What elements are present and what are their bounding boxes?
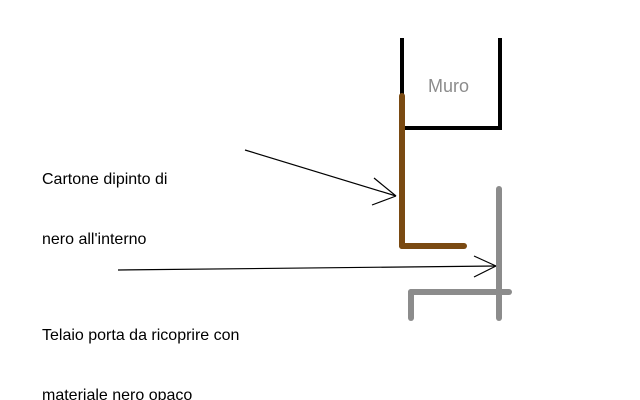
cardboard-annotation-line-1: Cartone dipinto di <box>42 171 168 188</box>
arrow-to-cardboard-shaft <box>244 149 397 197</box>
cardboard-annotation: Cartone dipinto di nero all'interno <box>42 130 167 290</box>
door-frame-shape <box>408 186 512 321</box>
wall-label: Muro <box>428 76 470 96</box>
arrow-to-door-frame-head-lower <box>473 265 497 278</box>
arrow-to-cardboard-head-upper <box>373 177 397 197</box>
arrow-to-door-frame-shaft <box>117 265 497 271</box>
door-frame-annotation: Telaio porta da ricoprire con materiale … <box>42 286 239 400</box>
door-frame-annotation-line-1: Telaio porta da ricoprire con <box>42 327 240 344</box>
arrow-to-cardboard <box>244 149 397 206</box>
arrow-to-cardboard-head-lower <box>371 195 397 206</box>
cardboard-shape <box>399 93 467 249</box>
cardboard-annotation-line-2: nero all'interno <box>42 231 147 248</box>
arrow-to-door-frame-head-upper <box>473 255 497 267</box>
door-frame-annotation-line-2: materiale nero opaco <box>42 387 193 400</box>
arrow-to-door-frame <box>117 255 497 278</box>
